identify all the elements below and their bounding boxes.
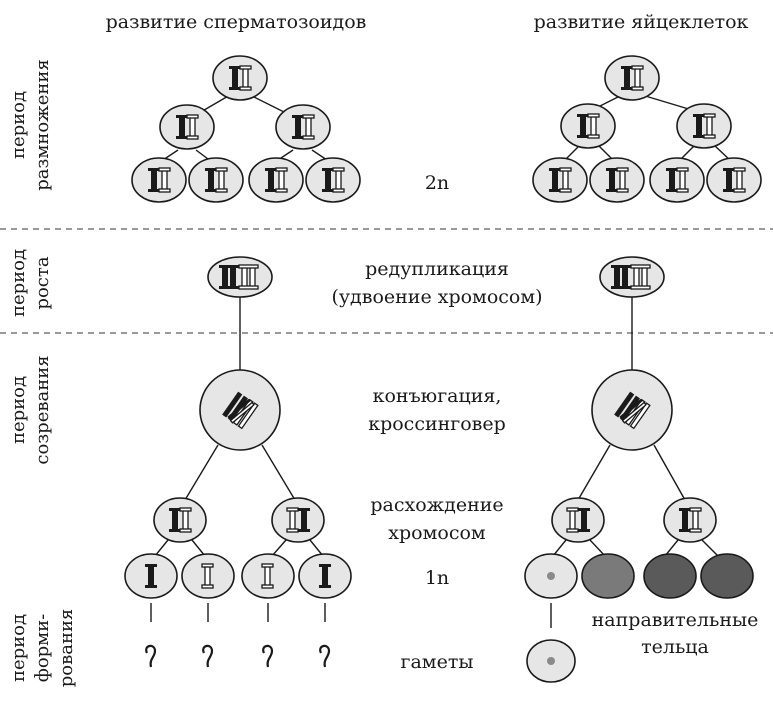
label-conjugation: конъюгация,: [373, 385, 502, 407]
egg-cell-l3a: [532, 157, 588, 203]
polar-body-2: [643, 553, 697, 599]
svg-text:рования: рования: [56, 609, 77, 688]
label-polar-bodies-2: тельца: [641, 636, 709, 658]
label-gametes: гаметы: [401, 651, 474, 673]
egg-meiosis1-a: [551, 497, 605, 543]
period-label-reproduction: период размножения: [8, 59, 53, 190]
column-header-sperm: развитие сперматозоидов: [106, 11, 367, 33]
svg-text:размножения: размножения: [32, 59, 53, 190]
label-divergence-chromosomes: хромосом: [388, 522, 486, 544]
sperm-cell-l3a: [131, 157, 187, 203]
svg-text:роста: роста: [32, 256, 53, 309]
label-replication-note: (удвоение хромосом): [331, 286, 542, 308]
sperm-cell-l3d: [305, 157, 361, 203]
sperm-icon: [319, 644, 331, 669]
egg-cell-l3d: [706, 157, 762, 203]
label-haploid: 1n: [425, 567, 449, 589]
label-replication: редупликация: [365, 258, 509, 280]
egg-cell-l3b: [589, 157, 645, 203]
sperm-cell-l3c: [248, 157, 304, 203]
svg-text:созревания: созревания: [32, 355, 53, 464]
sperm-cell-l2b: [275, 104, 331, 150]
label-diploid: 2n: [425, 172, 449, 194]
period-label-maturation: период созревания: [8, 355, 53, 464]
column-header-egg: развитие яйцеклеток: [534, 11, 749, 33]
svg-text:период: период: [8, 614, 29, 682]
egg-reproduction-tree: [532, 55, 762, 203]
sperm-meiosis1-a: [153, 497, 207, 543]
egg-gamete-nucleus: [547, 657, 555, 665]
sperm-gametes: [145, 603, 331, 669]
period-label-formation: период форми- рования: [8, 609, 77, 688]
label-divergence: расхождение: [370, 494, 503, 516]
label-polar-bodies: направительные: [592, 609, 759, 631]
egg-cell-l3c: [649, 157, 705, 203]
label-crossing-over: кроссинговер: [368, 413, 506, 435]
svg-text:период: период: [8, 249, 29, 317]
sperm-icon: [202, 644, 214, 669]
egg-cell-l2a: [560, 103, 616, 149]
egg-cell-l1: [604, 55, 660, 101]
sperm-cell-l3b: [188, 157, 244, 203]
sperm-cell-l1: [212, 55, 268, 101]
egg-cell-l2b: [676, 103, 732, 149]
egg-growth-cell: [599, 256, 665, 298]
sperm-icon: [262, 644, 274, 669]
sperm-growth-cell: [207, 256, 273, 298]
egg-nucleus-dot: [547, 572, 555, 580]
period-label-growth: период роста: [8, 249, 53, 317]
sperm-reproduction-tree: [131, 55, 361, 203]
sperm-icon: [145, 644, 157, 669]
svg-text:период: период: [8, 376, 29, 444]
polar-body-3: [700, 553, 754, 599]
sperm-meiosis1-b: [271, 497, 325, 543]
egg-meiosis1-b: [663, 497, 717, 543]
polar-body-1: [581, 553, 635, 599]
sperm-cell-l2a: [159, 104, 215, 150]
svg-text:период: период: [8, 91, 29, 159]
svg-text:форми-: форми-: [32, 614, 53, 683]
